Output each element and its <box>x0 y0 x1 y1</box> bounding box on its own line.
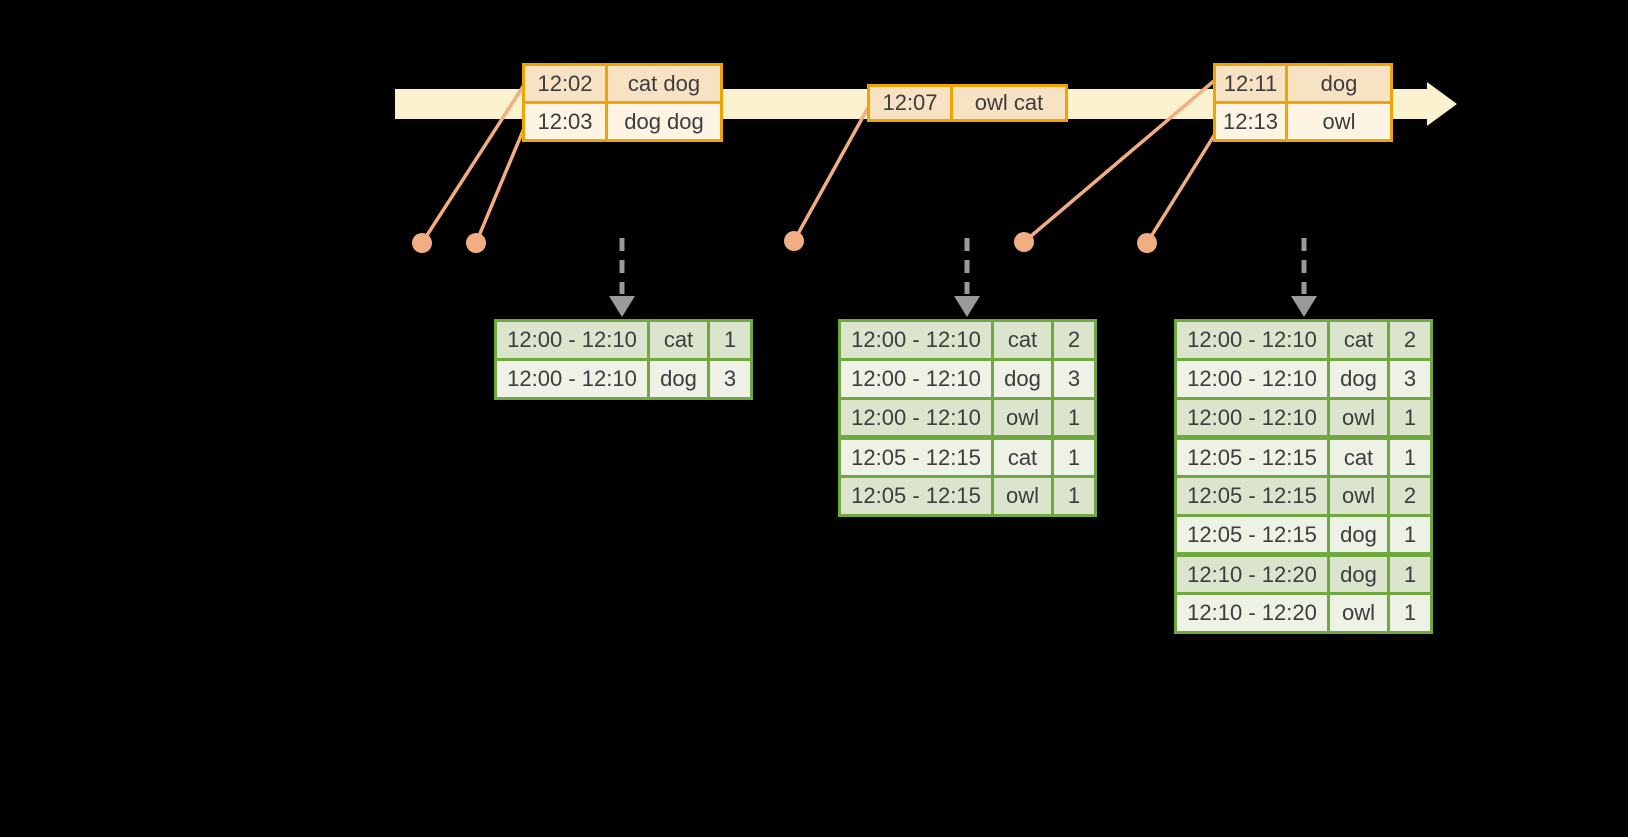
window-cell: 12:00 - 12:10 <box>494 358 650 400</box>
window-cell: 12:00 - 12:10 <box>838 397 994 439</box>
word-cell: dog <box>1327 358 1390 400</box>
window-cell: 12:05 - 12:15 <box>838 475 994 517</box>
window-cell: 12:00 - 12:10 <box>838 319 994 361</box>
count-cell: 1 <box>707 319 753 361</box>
event-words-cell: owl <box>1285 101 1393 142</box>
word-cell: owl <box>991 397 1054 439</box>
count-cell: 1 <box>1051 475 1097 517</box>
trigger-arrowhead-icon-1 <box>609 296 635 317</box>
word-cell: owl <box>1327 397 1390 439</box>
word-cell: owl <box>1327 592 1390 634</box>
word-cell: dog <box>1327 514 1390 556</box>
count-cell: 2 <box>1387 319 1433 361</box>
event-words-cell: dog dog <box>605 101 723 142</box>
word-cell: cat <box>647 319 710 361</box>
leader-line-1207 <box>792 105 871 242</box>
word-cell: cat <box>1327 319 1390 361</box>
count-cell: 1 <box>1387 592 1433 634</box>
event-words-cell: owl cat <box>950 84 1068 122</box>
count-cell: 2 <box>1051 319 1097 361</box>
word-cell: cat <box>1327 435 1390 478</box>
trigger-arrowheads <box>609 296 1317 317</box>
count-cell: 1 <box>1387 552 1433 595</box>
event-words-cell: dog <box>1285 63 1393 104</box>
count-cell: 3 <box>1051 358 1097 400</box>
event-time-cell: 12:13 <box>1213 101 1288 142</box>
window-cell: 12:00 - 12:10 <box>1174 358 1330 400</box>
count-cell: 3 <box>707 358 753 400</box>
word-cell: dog <box>1327 552 1390 595</box>
event-dot-1202 <box>412 233 432 253</box>
window-cell: 12:00 - 12:10 <box>1174 397 1330 439</box>
event-time-cell: 12:07 <box>867 84 953 122</box>
event-time-cell: 12:03 <box>522 101 608 142</box>
leader-line-1213 <box>1145 133 1217 244</box>
window-cell: 12:05 - 12:15 <box>1174 435 1330 478</box>
window-cell: 12:10 - 12:20 <box>1174 552 1330 595</box>
trigger-arrowhead-icon-2 <box>954 296 980 317</box>
timeline-arrowhead-icon <box>1427 82 1457 126</box>
event-time-cell: 12:11 <box>1213 63 1288 104</box>
trigger-dashed-lines <box>619 238 1307 294</box>
window-cell: 12:05 - 12:15 <box>1174 475 1330 517</box>
event-dot-1211 <box>1014 232 1034 252</box>
count-cell: 1 <box>1387 514 1433 556</box>
word-cell: owl <box>1327 475 1390 517</box>
count-cell: 2 <box>1387 475 1433 517</box>
window-cell: 12:05 - 12:15 <box>1174 514 1330 556</box>
count-cell: 3 <box>1387 358 1433 400</box>
count-cell: 1 <box>1387 435 1433 478</box>
word-cell: dog <box>647 358 710 400</box>
trigger-arrowhead-icon-3 <box>1291 296 1317 317</box>
event-dot-1203 <box>466 233 486 253</box>
word-cell: owl <box>991 475 1054 517</box>
event-words-cell: cat dog <box>605 63 723 104</box>
window-cell: 12:00 - 12:10 <box>1174 319 1330 361</box>
event-dot-1207 <box>784 231 804 251</box>
event-dots <box>412 231 1157 253</box>
word-cell: dog <box>991 358 1054 400</box>
event-time-cell: 12:02 <box>522 63 608 104</box>
window-cell: 12:10 - 12:20 <box>1174 592 1330 634</box>
count-cell: 1 <box>1051 435 1097 478</box>
count-cell: 1 <box>1387 397 1433 439</box>
event-dot-1213 <box>1137 233 1157 253</box>
leader-line-1203 <box>474 125 527 244</box>
window-cell: 12:05 - 12:15 <box>838 435 994 478</box>
window-cell: 12:00 - 12:10 <box>494 319 650 361</box>
count-cell: 1 <box>1051 397 1097 439</box>
window-cell: 12:00 - 12:10 <box>838 358 994 400</box>
word-cell: cat <box>991 435 1054 478</box>
word-cell: cat <box>991 319 1054 361</box>
